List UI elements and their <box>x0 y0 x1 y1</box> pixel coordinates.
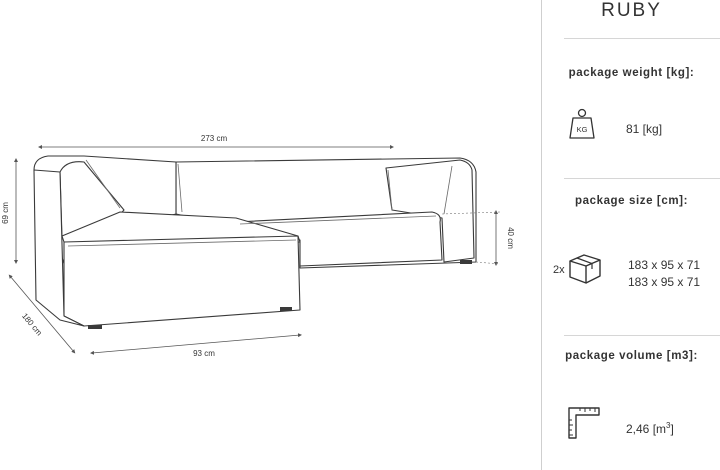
chaise-width-dimension-label: 93 cm <box>193 349 215 358</box>
width-dimension-label: 273 cm <box>201 134 228 143</box>
divider <box>564 38 720 39</box>
divider <box>564 335 720 336</box>
depth-dimension-label: 180 cm <box>20 311 44 337</box>
divider <box>564 178 720 179</box>
package-size-2: 183 x 95 x 71 <box>628 275 701 289</box>
package-size-1: 183 x 95 x 71 <box>628 258 701 272</box>
package-quantity: 2x <box>553 264 565 276</box>
size-label: package size [cm]: <box>574 195 689 207</box>
seat-height-dimension-label: 40 cm <box>506 227 515 249</box>
weight-kg-icon: KG <box>568 108 596 145</box>
spec-panel: RUBY package weight [kg]: KG 81 [kg] pac… <box>541 0 720 470</box>
weight-value: 81 [kg] <box>626 122 663 136</box>
svg-text:KG: KG <box>577 125 588 134</box>
ruler-angle-icon <box>568 407 600 444</box>
sofa-drawing: 273 cm 69 cm 180 cm 93 cm 40 cm <box>1 134 515 358</box>
sofa-feet <box>88 260 472 329</box>
volume-label: package volume [m3]: <box>565 350 698 362</box>
weight-label: package weight [kg]: <box>568 67 695 79</box>
box-icon <box>568 251 602 290</box>
brand-title: RUBY <box>601 0 662 21</box>
sofa-chaise-front <box>63 235 301 327</box>
height-dimension-label: 69 cm <box>1 202 10 224</box>
volume-value: 2,46 [m3] <box>626 421 674 436</box>
sofa-outline <box>33 155 477 327</box>
sofa-right-arm <box>385 159 475 263</box>
sofa-main-seat <box>235 211 443 267</box>
